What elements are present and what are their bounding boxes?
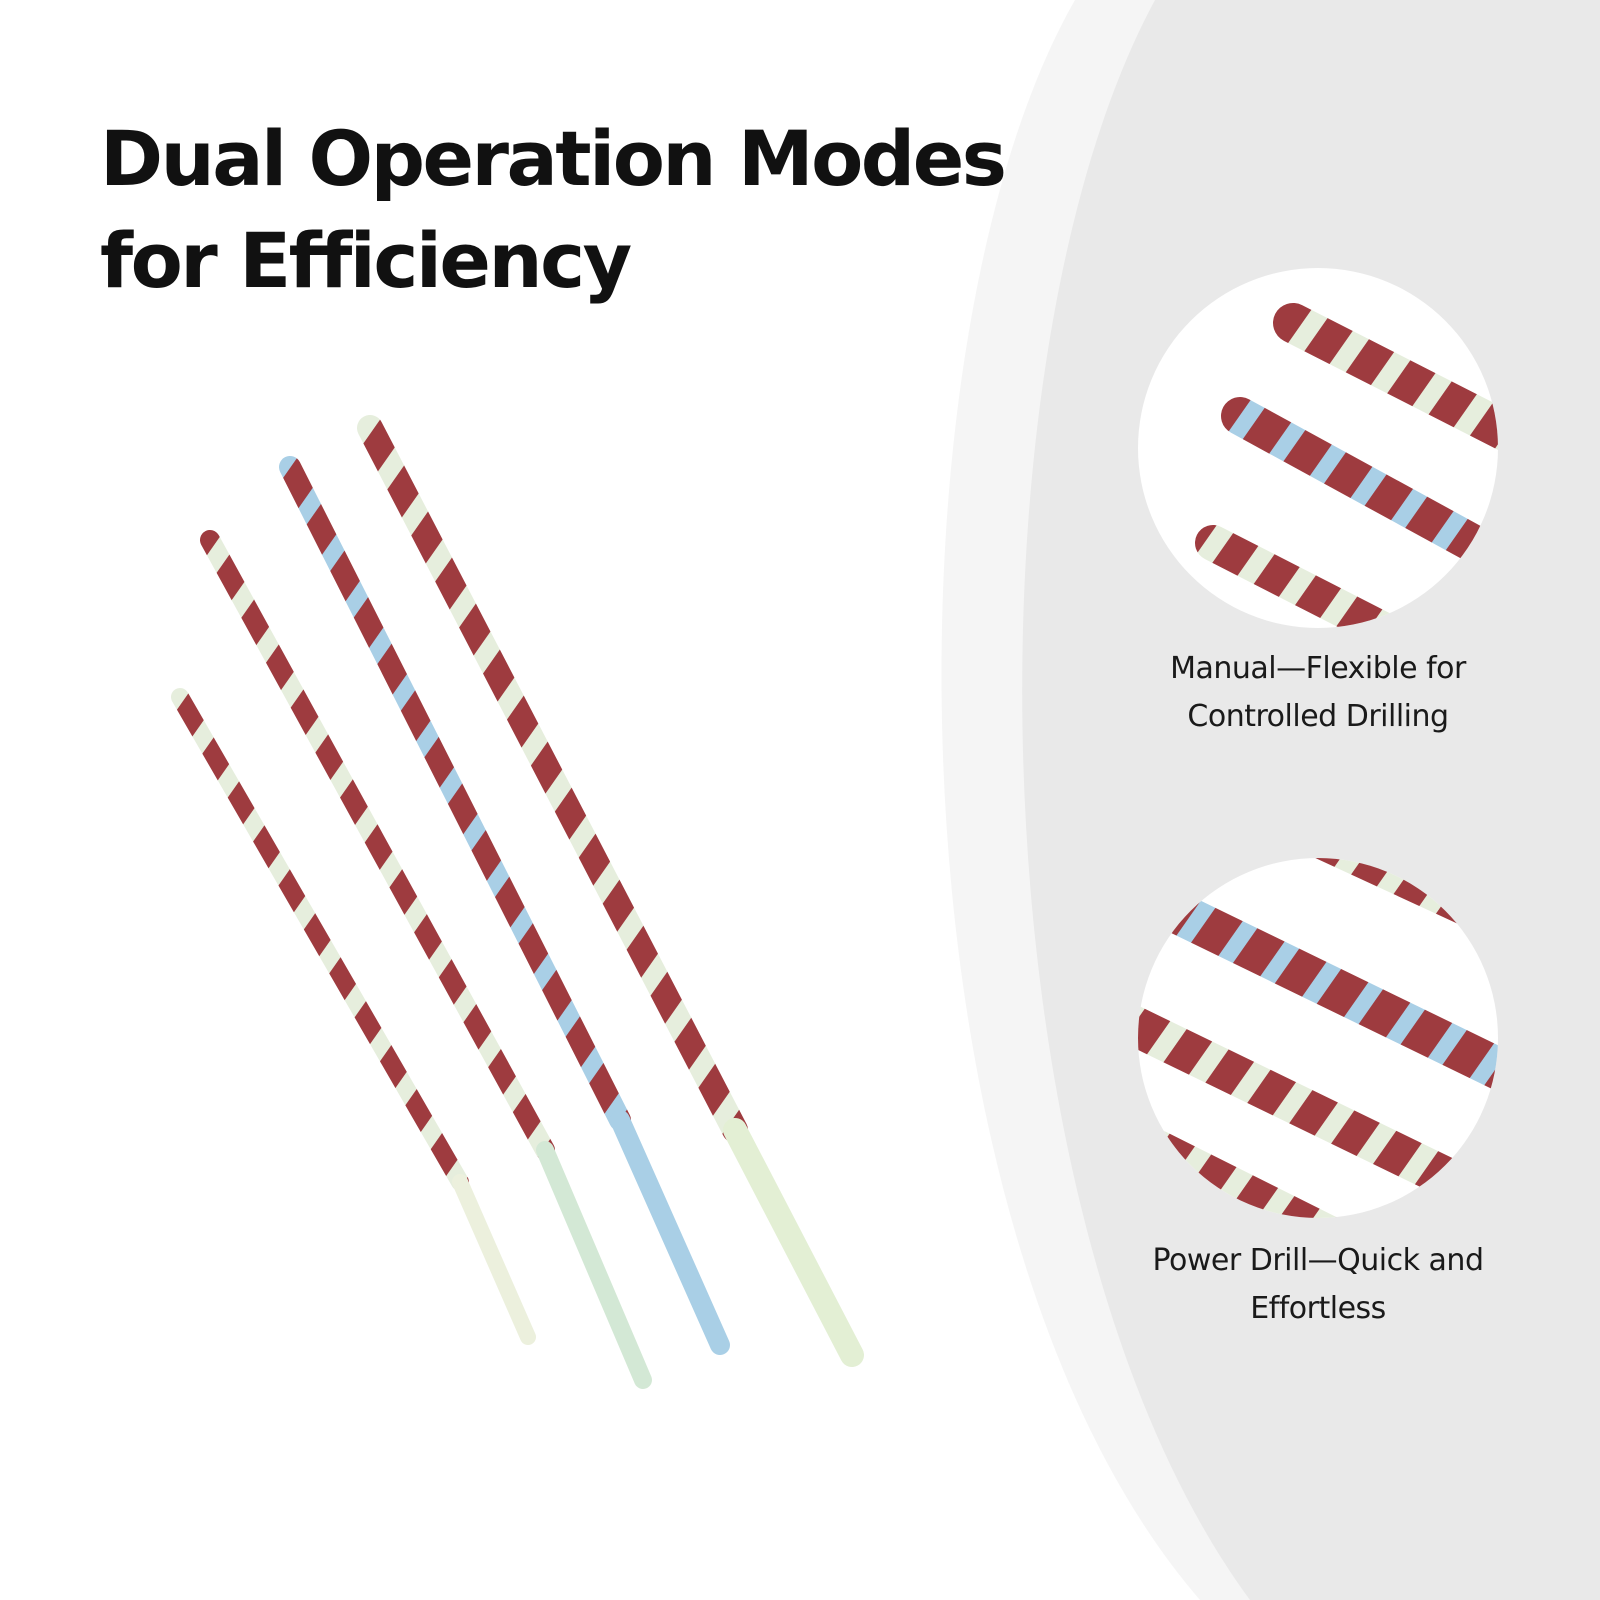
manual-mode-image xyxy=(1138,268,1498,628)
power-drill-caption-line-1: Power Drill—Quick and xyxy=(1152,1243,1484,1278)
sanding-stick-3 xyxy=(279,456,730,1355)
title-line-1: Dual Operation Modes xyxy=(100,114,1007,203)
zoomed-stick-mid-sections xyxy=(1138,858,1498,1218)
manual-mode-caption: Manual—Flexible for Controlled Drilling xyxy=(1108,645,1528,741)
title-line-2: for Efficiency xyxy=(100,216,632,305)
sanding-stick-2 xyxy=(200,530,652,1389)
power-drill-mode-caption: Power Drill—Quick and Effortless xyxy=(1108,1237,1528,1333)
sanding-stick-1 xyxy=(171,688,536,1345)
zoomed-stick-tips xyxy=(1195,303,1498,628)
manual-caption-line-1: Manual—Flexible for xyxy=(1170,651,1466,686)
page-title: Dual Operation Modes for Efficiency xyxy=(100,108,1020,312)
power-drill-caption-line-2: Effortless xyxy=(1250,1291,1386,1326)
sanding-stick-4 xyxy=(357,415,864,1367)
power-drill-mode-image xyxy=(1138,858,1498,1218)
manual-caption-line-2: Controlled Drilling xyxy=(1187,699,1449,734)
